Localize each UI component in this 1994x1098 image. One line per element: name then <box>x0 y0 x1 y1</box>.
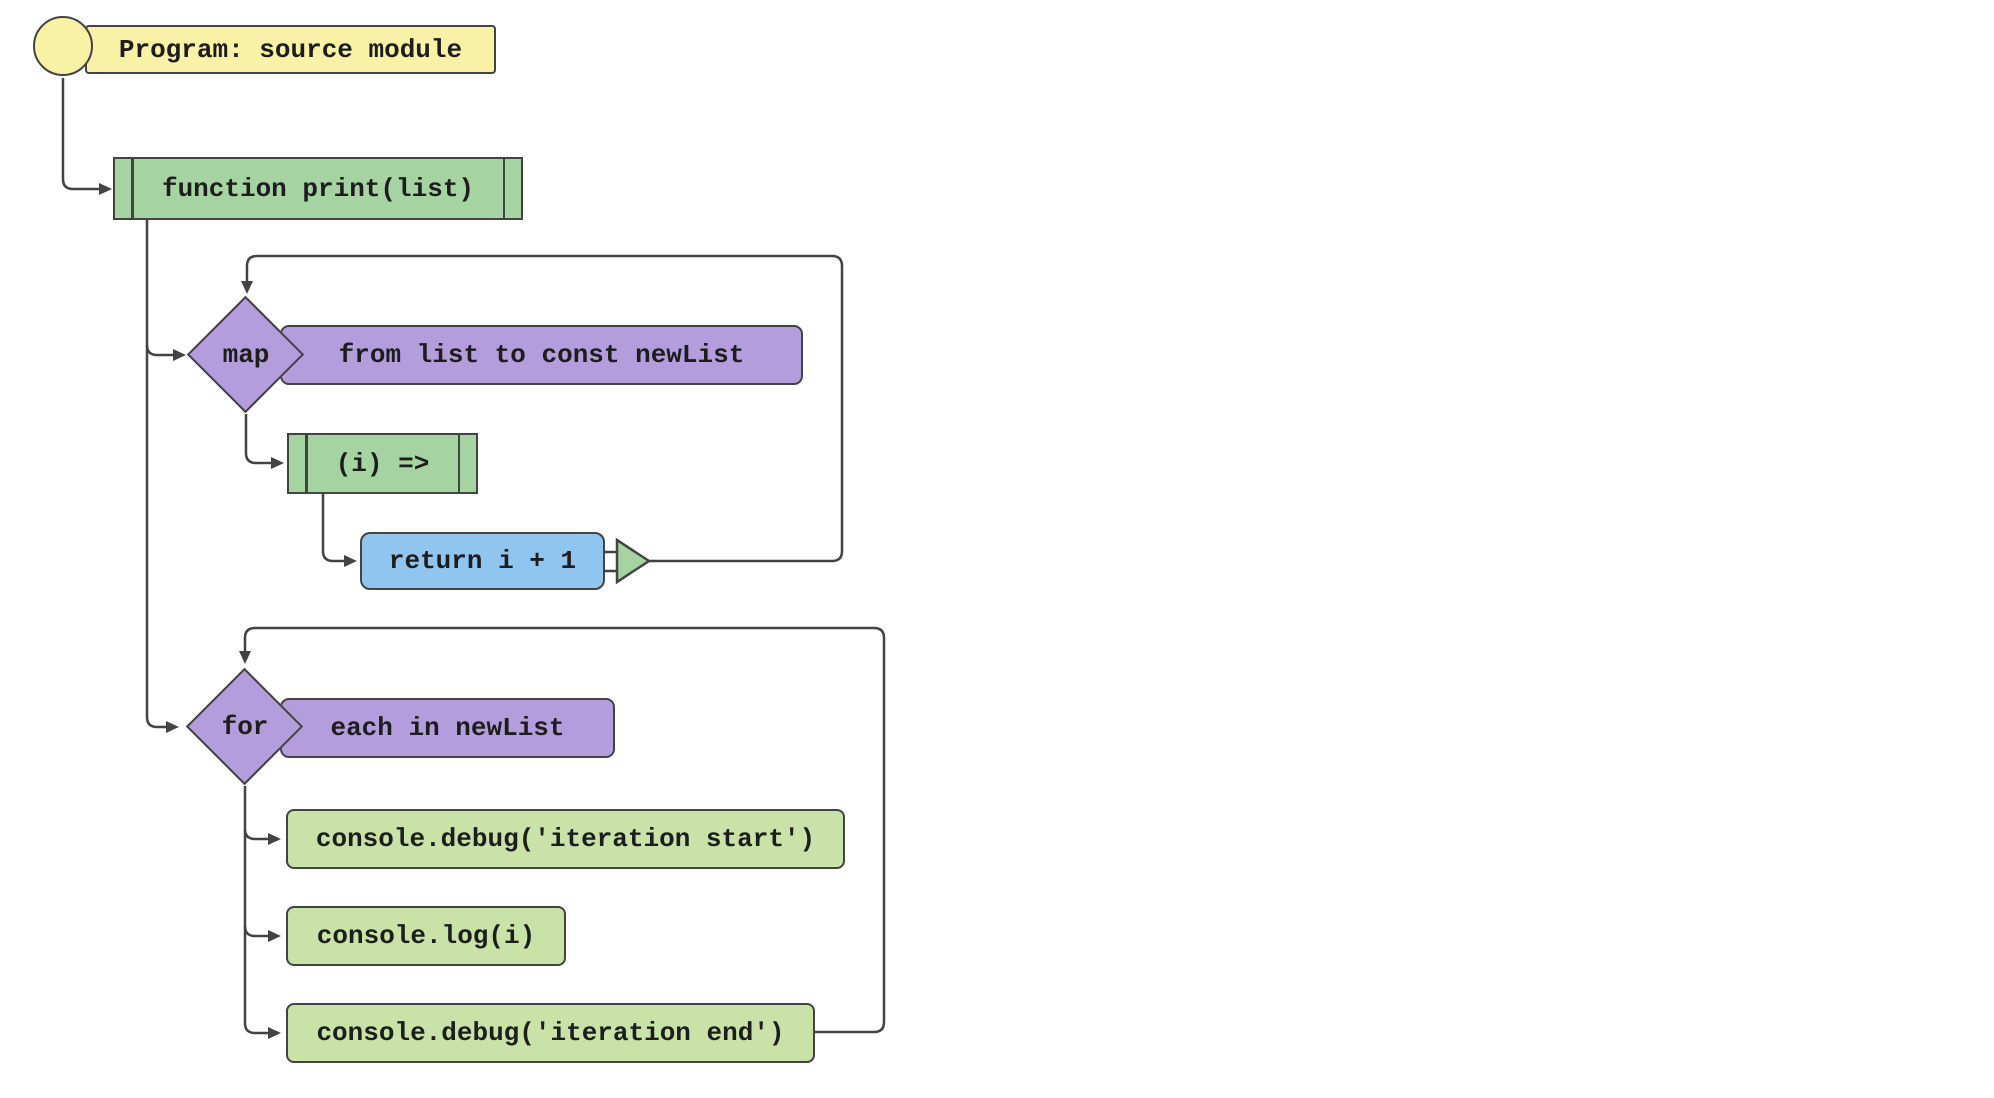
node-console-log: console.log(i) <box>286 906 566 966</box>
node-debug-iteration-start: console.debug('iteration start') <box>286 809 845 869</box>
node-program-start: Program: source module <box>85 25 496 74</box>
for-description-label: each in newList <box>330 713 565 743</box>
node-lambda: (i) => <box>287 433 478 494</box>
node-map-description: from list to const newList <box>280 325 803 385</box>
edge-lambda-to-return <box>321 494 357 567</box>
function-declaration-label: function print(list) <box>161 173 475 204</box>
debug-iteration-end-label: console.debug('iteration end') <box>316 1018 785 1048</box>
return-triangle-icon <box>615 537 652 585</box>
lambda-label: (i) => <box>335 448 430 479</box>
return-connector-stubs <box>605 550 617 573</box>
program-start-label: Program: source module <box>118 34 463 65</box>
edge-function-stem <box>145 220 186 733</box>
edge-map-to-lambda <box>244 414 284 469</box>
for-keyword-label: for <box>221 712 269 742</box>
edge-start-to-function <box>61 78 112 195</box>
edge-map-loopback <box>241 254 844 563</box>
map-keyword-label: map <box>222 340 270 370</box>
map-description-label: from list to const newList <box>338 340 745 370</box>
return-statement-label: return i + 1 <box>388 546 577 576</box>
start-circle-icon <box>33 16 93 76</box>
edge-for-body-stem <box>243 786 281 1039</box>
node-for-description: each in newList <box>280 698 615 758</box>
console-log-label: console.log(i) <box>316 921 536 951</box>
node-debug-iteration-end: console.debug('iteration end') <box>286 1003 815 1063</box>
node-return-statement: return i + 1 <box>360 532 605 590</box>
node-function-declaration: function print(list) <box>113 157 523 220</box>
edge-for-loopback <box>239 626 886 1034</box>
debug-iteration-start-label: console.debug('iteration start') <box>315 824 816 854</box>
